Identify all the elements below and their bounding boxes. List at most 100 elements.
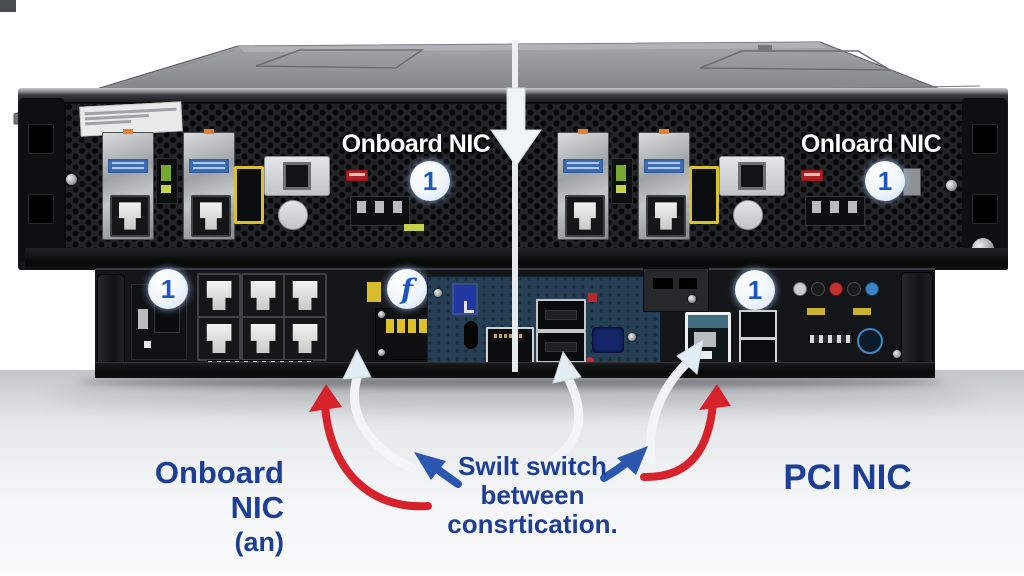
center-divider-line <box>512 40 518 372</box>
port-pins <box>494 334 522 338</box>
f-badge-rear-center: f <box>387 269 427 309</box>
vga-connector <box>592 327 624 353</box>
latch-mechanism <box>719 156 785 196</box>
interposer-module <box>611 158 633 204</box>
number-1-badge-upper-right: 1 <box>865 161 905 201</box>
caption-pci-nic-title: PCI NIC <box>783 458 912 497</box>
port-tab <box>699 351 712 359</box>
screw <box>378 311 385 318</box>
yellow-label <box>807 308 825 315</box>
caption-switch-line2: between <box>480 480 585 511</box>
connector-pin <box>357 201 366 213</box>
card-blue-label <box>108 159 148 173</box>
caption-switch-line1: Swilt switch <box>458 451 607 481</box>
screw <box>946 180 957 191</box>
number-1-badge-rear-right: 1 <box>735 270 775 310</box>
number-1-badge-rear-left: 1 <box>148 269 188 309</box>
nic-daughter-card <box>102 129 154 240</box>
caption-onboard-nic: Onboard NIC (an) <box>94 455 284 558</box>
connector-pin <box>812 201 821 213</box>
yellow-warning-label <box>386 319 436 333</box>
yellow-keyed-slot <box>689 166 719 224</box>
blue-round-connector <box>857 328 883 354</box>
connector-pin <box>375 201 384 213</box>
left-hinge-bracket <box>97 274 125 372</box>
caption-switch-note: Swilt switch between consrtication. <box>440 451 625 540</box>
metal-tab <box>138 309 148 329</box>
blue-pcb-panel <box>427 276 661 372</box>
nic-daughter-card <box>183 129 235 240</box>
screw <box>628 333 636 341</box>
latch-knob <box>278 200 308 230</box>
card-connector-tip <box>123 129 133 134</box>
caption-onboard-nic-title: Onboard NIC <box>154 455 284 525</box>
green-component <box>161 165 171 181</box>
screw <box>378 349 385 356</box>
round-connector <box>793 282 807 296</box>
connector-pin <box>848 201 857 213</box>
oval-hole <box>464 321 478 349</box>
curved-arrow-white-right-icon <box>645 338 704 465</box>
interposer-module <box>156 158 178 204</box>
curved-arrow-red-right-icon <box>640 384 731 482</box>
red-label-chip <box>801 170 823 181</box>
onloard-nic-label-right: Onloard NIC <box>800 130 942 158</box>
red-indicator <box>586 357 594 365</box>
port-top-shield <box>688 315 728 328</box>
caption-pci-nic: PCI NIC <box>775 458 920 497</box>
caption-switch-line3: consrtication. <box>447 509 618 540</box>
ear-slot <box>972 194 998 224</box>
rj45-port <box>646 195 686 237</box>
arrowhead-blue-right-icon <box>600 446 648 482</box>
screw <box>688 295 696 303</box>
latch-mechanism <box>264 156 330 196</box>
usb-port <box>536 299 586 331</box>
nic-daughter-card <box>557 129 609 240</box>
right-hinge-bracket <box>901 272 933 374</box>
arrowhead-blue-left-icon <box>414 452 462 488</box>
card-connector-tip <box>204 129 214 134</box>
connector-pin <box>830 201 839 213</box>
rj45-port <box>565 195 605 237</box>
curved-arrow-white-center-icon <box>538 350 584 471</box>
card-blue-label <box>563 159 603 173</box>
upper-chassis: Onboard NIC 1 Onloard NIC 1 <box>18 88 1008 270</box>
yellow-keyed-slot <box>234 166 264 224</box>
card-connector-tip <box>578 129 588 134</box>
card-connector-tip <box>659 129 669 134</box>
ear-slot <box>972 124 998 154</box>
card-blue-label <box>644 159 684 173</box>
connector-pin <box>393 201 402 213</box>
screw <box>434 289 442 297</box>
green-component <box>616 165 626 181</box>
latch-eye <box>738 162 766 190</box>
screw <box>893 350 901 358</box>
ethernet-port <box>283 273 327 318</box>
small-blue-port <box>452 283 478 315</box>
curved-arrow-red-left-icon <box>309 384 432 511</box>
l-marking <box>464 310 474 313</box>
red-label-chip <box>346 170 368 181</box>
down-arrow-icon <box>490 87 542 167</box>
dip-switch-row <box>809 334 853 344</box>
card-blue-label <box>189 159 229 173</box>
led-bar <box>404 224 424 231</box>
yellow-label <box>853 308 871 315</box>
rack-ear-right <box>962 98 1006 262</box>
chassis-shadow <box>78 376 944 388</box>
yellow-component <box>161 185 171 193</box>
rear-connector-block <box>350 196 410 226</box>
bracket-plate <box>643 268 709 312</box>
led <box>144 341 151 348</box>
ear-slot <box>28 124 54 154</box>
round-connector <box>811 282 825 296</box>
rear-connector-block <box>805 196 865 226</box>
yellow-component <box>616 185 626 193</box>
round-connector-blue <box>865 282 879 296</box>
latch-eye <box>283 162 311 190</box>
nic-daughter-card <box>638 129 690 240</box>
round-connector <box>847 282 861 296</box>
latch-knob <box>733 200 763 230</box>
